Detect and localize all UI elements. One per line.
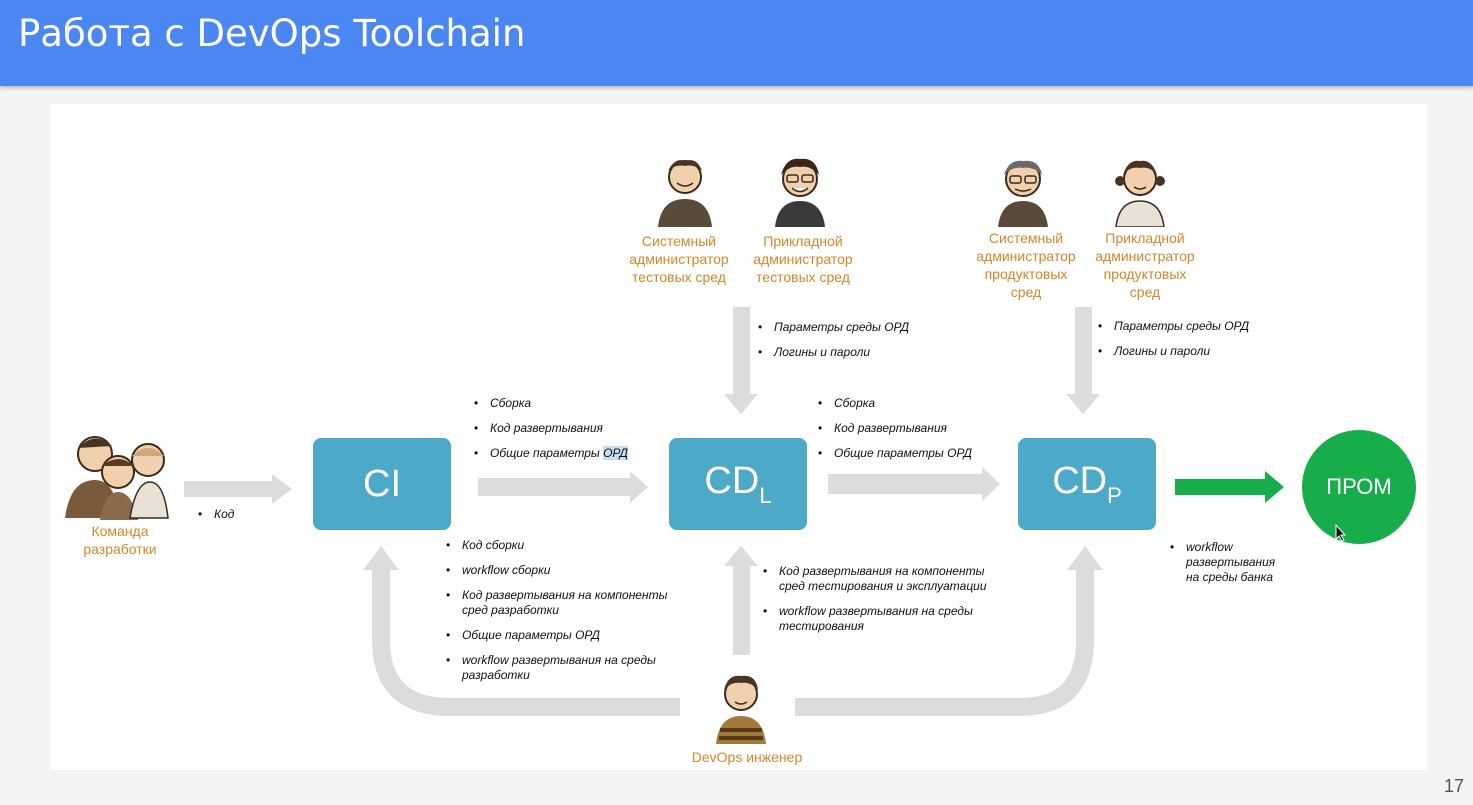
list-item: Логины и пароли [756,345,909,360]
list-item: Сборка [472,396,628,411]
list-item: Код сборки [444,538,667,553]
list-item: workflow развертывания на среды банка [1168,540,1275,585]
list-item: workflow развертывания на среды тестиров… [761,604,987,634]
list-item: Логины и пароли [1096,344,1249,359]
arrow-devops-to-cdp [795,568,1094,716]
devops-engineer-illustration [716,675,766,744]
prom-label: ПРОМ [1326,474,1392,499]
list-item: workflow сборки [444,563,667,578]
sysadmin-prod-label: Системный администратор продуктовых сред [976,230,1076,300]
bullets-dev-to-ci: Код [196,507,234,532]
list-item: Общие параметры ОРД [472,446,628,461]
list-item: Код развертывания [472,421,628,436]
cdp-box: CDP [1018,438,1156,530]
list-item: Код [196,507,234,522]
list-item: Общие параметры ОРД [816,446,972,461]
devops-label: DevOps инженер [691,749,803,765]
list-item: Параметры среды ОРД [756,320,909,335]
sysadmin-prod-illustration [998,160,1048,227]
appadmin-test-label: Прикладной администратор тестовых сред [753,233,853,285]
appadmin-prod-illustration [1115,160,1165,227]
ci-label: CI [363,462,401,505]
page-number: 17 [1443,776,1464,796]
cdp-label: CDP [1052,459,1122,508]
bullets-devops-to-cdl: Код развертывания на компоненты сред тес… [761,564,987,644]
slide-title: Работа с DevOps Toolchain [18,12,526,55]
prom-circle: ПРОМ [1302,430,1416,544]
arrow-prod-admins-to-cdp [1066,307,1100,414]
ci-box: CI [313,438,451,530]
dev-team-label: Команда разработки [83,523,157,557]
mouse-cursor-icon [1335,524,1347,542]
arrow-cdl-to-cdp [828,467,1000,501]
list-item: Сборка [816,396,972,411]
arrow-test-admins-to-cdl [724,307,758,414]
list-item: Код развертывания [816,421,972,436]
bullets-prod-admins: Параметры среды ОРД Логины и пароли [1096,319,1249,369]
appadmin-prod-label: Прикладной администратор продуктовых сре… [1095,230,1195,300]
sysadmin-test-label: Системный администратор тестовых сред [629,233,729,285]
arrow-dev-to-ci [184,474,292,504]
slide-header: Работа с DevOps Toolchain [0,0,1473,86]
highlighted-text: ОРД [603,446,628,460]
bullets-devops-to-ci: Код сборки workflow сборки Код развертыв… [444,538,667,693]
arrow-devops-to-cdl [724,546,758,655]
diagram-canvas [50,104,1427,770]
appadmin-test-illustration [775,158,825,227]
bullets-ci-to-cdl: Сборка Код развертывания Общие параметры… [472,396,628,471]
dev-team-illustration [65,436,169,520]
cdl-label: CDL [704,459,772,508]
bullets-cdl-to-cdp: Сборка Код развертывания Общие параметры… [816,396,972,471]
arrow-cdp-to-prom [1175,471,1284,503]
list-item: Код развертывания на компоненты сред тес… [761,564,987,594]
bullets-cdp-to-prom: workflow развертывания на среды банка [1168,540,1275,595]
list-item: Код развертывания на компоненты сред раз… [444,588,667,618]
arrow-devops-to-ci [372,568,680,716]
bullets-test-admins: Параметры среды ОРД Логины и пароли [756,320,909,370]
list-item: Общие параметры ОРД [444,628,667,643]
cdl-box: CDL [669,438,807,530]
arrow-ci-to-cdl [478,471,648,503]
list-item: Параметры среды ОРД [1096,319,1249,334]
sysadmin-test-illustration [658,160,712,227]
list-item: workflow развертывания на среды разработ… [444,653,667,683]
